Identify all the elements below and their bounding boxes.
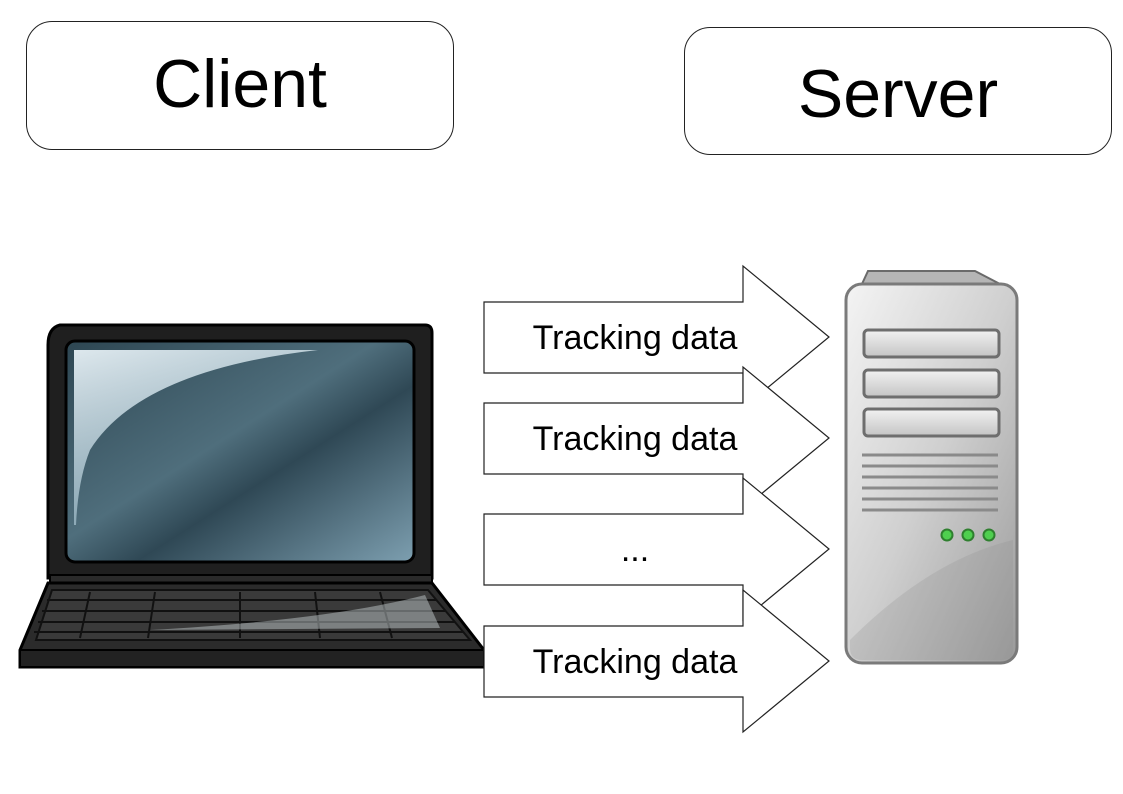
arrow-label-1: Tracking data [533,319,738,357]
arrow-label-4: Tracking data [533,643,738,681]
tracking-arrow-4: Tracking data [483,588,830,734]
tracking-arrow-3: ... [483,476,830,622]
tracking-arrow-2: Tracking data [483,365,830,511]
server-label-box: Server [684,27,1112,155]
laptop-icon [18,323,486,669]
arrow-label-2: Tracking data [533,420,738,458]
tracking-arrow-1: Tracking data [483,264,830,410]
server-tower-icon [844,270,1019,665]
client-label: Client [153,45,327,122]
server-label: Server [797,56,999,132]
client-label-box: Client [26,21,454,150]
arrow-label-3: ... [621,531,649,569]
